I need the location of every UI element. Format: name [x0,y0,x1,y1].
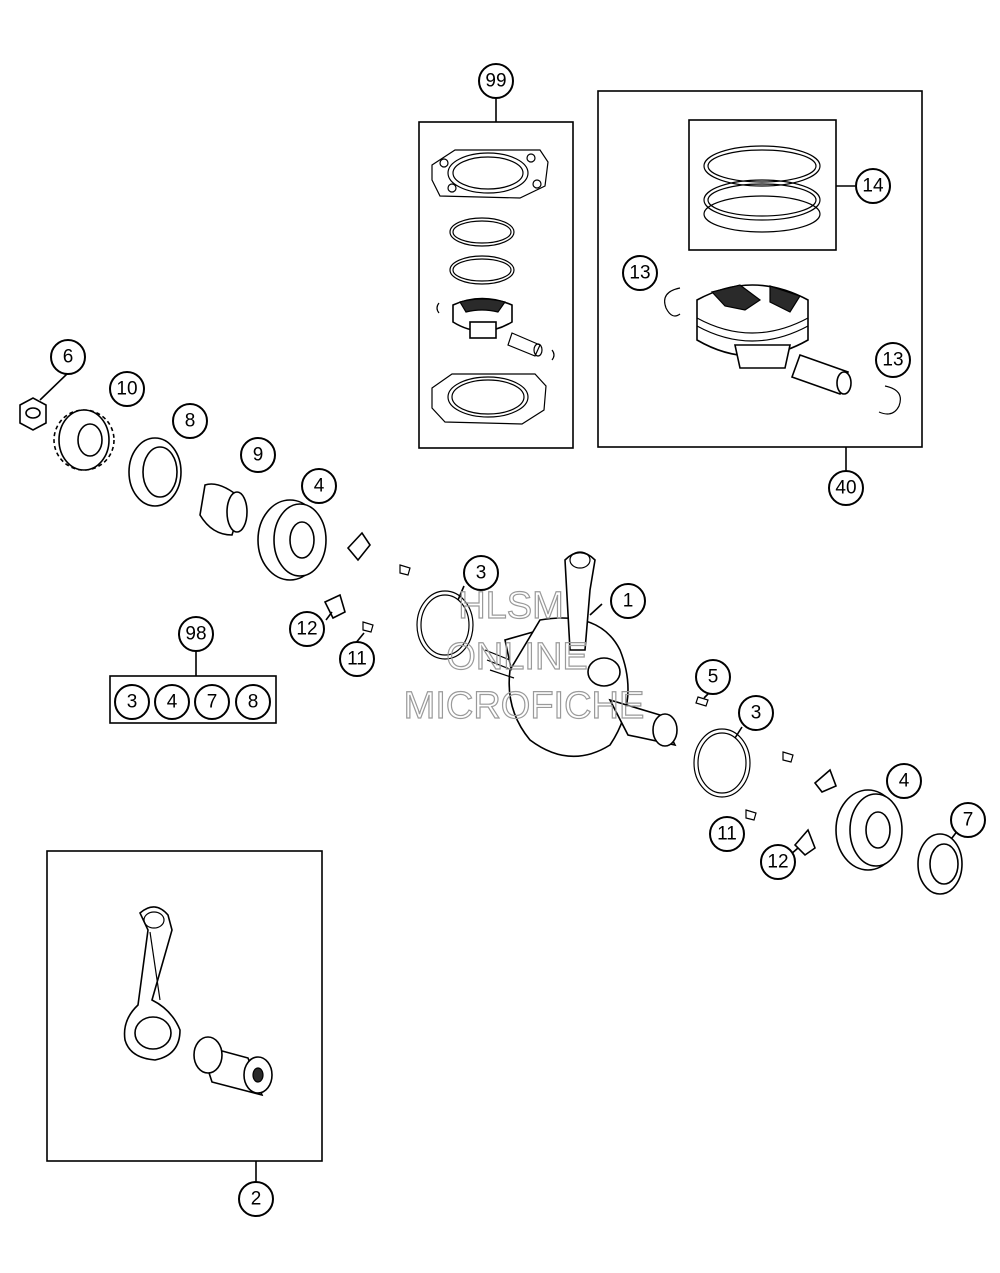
kit98-item-7[interactable]: 7 [194,684,230,720]
watermark: HLSM ONLINE MICROFICHE [403,584,645,727]
svg-text:7: 7 [207,692,218,713]
callout-98[interactable]: 98 [178,616,214,652]
callout-5[interactable]: 5 [695,659,731,695]
svg-text:4: 4 [899,771,910,792]
svg-text:2: 2 [251,1189,262,1210]
callout-9[interactable]: 9 [240,437,276,473]
kit98-item-3[interactable]: 3 [114,684,150,720]
callout-8[interactable]: 8 [172,403,208,439]
svg-text:11: 11 [717,824,737,845]
callout-1[interactable]: 1 [610,583,646,619]
callout-3-top[interactable]: 3 [463,555,499,591]
svg-text:4: 4 [167,692,178,713]
conrod-box [46,850,323,1183]
callout-13-left[interactable]: 13 [622,255,658,291]
callout-4-right[interactable]: 4 [886,763,922,799]
svg-text:1: 1 [623,591,634,612]
callout-40[interactable]: 40 [828,470,864,506]
callout-14[interactable]: 14 [855,168,891,204]
kit-98: 3 4 7 8 [109,650,277,724]
svg-text:6: 6 [63,347,74,368]
svg-text:8: 8 [248,692,259,713]
callout-3-bottom[interactable]: 3 [738,695,774,731]
callout-4-left[interactable]: 4 [301,468,337,504]
right-parts [693,689,963,895]
gasket-kit-box [418,98,574,449]
callout-13-right[interactable]: 13 [875,342,911,378]
svg-text:9: 9 [253,445,264,466]
callout-10[interactable]: 10 [109,371,145,407]
callout-7[interactable]: 7 [950,802,986,838]
svg-text:99: 99 [485,71,506,92]
svg-text:12: 12 [767,852,788,873]
svg-text:5: 5 [708,667,719,688]
piston-kit-box [597,90,923,472]
left-parts [19,372,411,651]
kit98-item-4[interactable]: 4 [154,684,190,720]
callout-99[interactable]: 99 [478,63,514,99]
svg-text:10: 10 [116,379,137,400]
callout-11-right[interactable]: 11 [709,816,745,852]
svg-text:7: 7 [963,810,974,831]
svg-text:98: 98 [185,624,206,645]
svg-text:13: 13 [882,350,903,371]
svg-text:8: 8 [185,411,196,432]
callout-2[interactable]: 2 [238,1181,274,1217]
watermark-line-1: HLSM [458,585,564,627]
callout-12-right[interactable]: 12 [760,844,796,880]
callout-11-left[interactable]: 11 [339,641,375,677]
callout-12-left[interactable]: 12 [289,611,325,647]
svg-text:14: 14 [862,176,884,197]
kit98-item-8[interactable]: 8 [235,684,271,720]
watermark-line-2: ONLINE [446,636,587,678]
watermark-line-3: MICROFICHE [404,685,645,727]
svg-text:4: 4 [314,476,325,497]
svg-text:12: 12 [296,619,317,640]
crankshaft [416,551,678,758]
svg-text:3: 3 [476,563,487,584]
svg-text:11: 11 [347,649,367,670]
callout-6[interactable]: 6 [50,339,86,375]
svg-text:3: 3 [751,703,762,724]
callouts: 99 14 13 13 40 6 10 8 9 4 3 1 98 12 11 5… [50,63,986,1217]
svg-text:40: 40 [835,478,856,499]
svg-text:3: 3 [127,692,138,713]
svg-text:13: 13 [629,263,650,284]
